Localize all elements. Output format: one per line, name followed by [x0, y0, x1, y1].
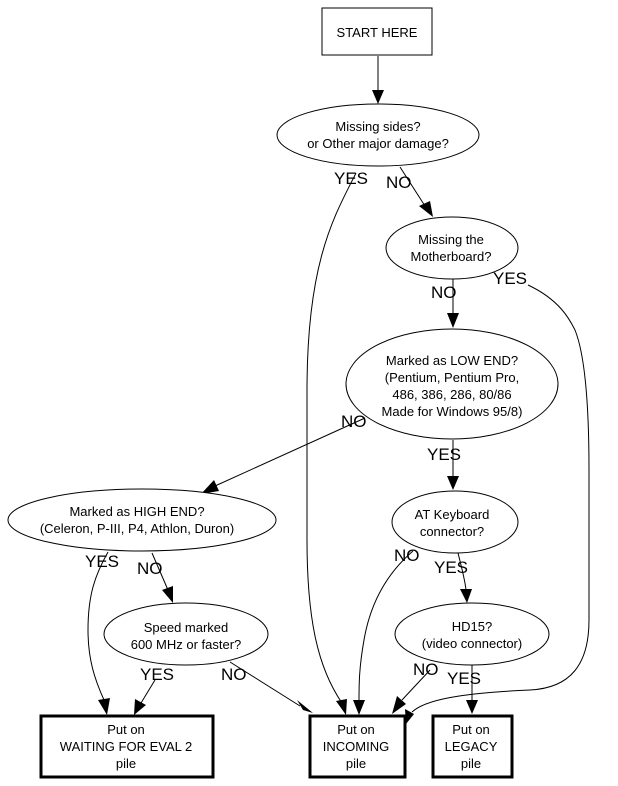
arrowhead-icon — [353, 700, 365, 715]
node-at-keyboard-line-0: AT Keyboard — [415, 507, 490, 522]
node-missing-sides[interactable]: Missing sides? or Other major damage? — [276, 103, 480, 167]
label-speed-yes: YES — [140, 665, 174, 684]
edge-at-keyboard-yes-to-hd15 — [457, 552, 467, 591]
node-hd15-line-0: HD15? — [452, 619, 492, 634]
arrowhead-icon — [336, 699, 347, 715]
node-incoming-line-0: Put on — [337, 722, 375, 737]
arrowhead-icon — [201, 480, 219, 494]
label-low-end-yes: YES — [427, 445, 461, 464]
node-low-end[interactable]: Marked as LOW END? (Pentium, Pentium Pro… — [345, 328, 559, 440]
node-missing-motherboard[interactable]: Missing the Motherboard? — [385, 216, 519, 280]
node-start-line-0: START HERE — [337, 25, 418, 40]
node-waiting-for-eval-2[interactable]: Put on WAITING FOR EVAL 2 pile — [39, 714, 215, 779]
label-missing-sides-no: NO — [386, 173, 412, 192]
arrowhead-icon — [98, 698, 110, 715]
arrowhead-icon — [460, 589, 472, 603]
edge-speed-yes-to-waiting — [140, 679, 156, 704]
label-high-end-no: NO — [137, 559, 163, 578]
node-hd15-line-1: (video connector) — [422, 636, 522, 651]
node-incoming[interactable]: Put on INCOMING pile — [308, 714, 407, 779]
node-hd15[interactable]: HD15? (video connector) — [394, 602, 550, 666]
label-low-end-no: NO — [341, 412, 367, 431]
node-missing-mb-line-1: Motherboard? — [411, 249, 492, 264]
edges — [87, 56, 590, 724]
label-missing-sides-yes: YES — [334, 169, 368, 188]
node-legacy-line-2: pile — [461, 756, 481, 771]
label-hd15-no: NO — [413, 660, 439, 679]
edge-missing-sides-no-to-missing-mb — [399, 166, 426, 207]
node-waiting-line-0: Put on — [107, 722, 145, 737]
edge-speed-no-to-incoming — [229, 661, 301, 707]
edge-missing-sides-yes-to-incoming — [306, 172, 357, 704]
node-waiting-line-1: WAITING FOR EVAL 2 — [60, 739, 192, 754]
arrowhead-icon — [297, 700, 313, 713]
node-high-end-line-1: (Celeron, P-III, P4, Athlon, Duron) — [40, 521, 234, 536]
arrowhead-icon — [466, 700, 478, 714]
arrowhead-icon — [405, 709, 414, 724]
node-missing-sides-line-1: or Other major damage? — [307, 136, 449, 151]
edge-high-end-yes-to-waiting — [87, 551, 109, 701]
node-high-end[interactable]: Marked as HIGH END? (Celeron, P-III, P4,… — [7, 488, 277, 552]
node-low-end-line-0: Marked as LOW END? — [386, 353, 518, 368]
edge-at-keyboard-no-to-incoming — [358, 550, 414, 701]
arrowhead-icon — [392, 696, 406, 714]
arrowhead-icon — [134, 699, 146, 715]
node-waiting-line-2: pile — [116, 756, 136, 771]
node-legacy-line-0: Put on — [452, 722, 490, 737]
node-at-keyboard[interactable]: AT Keyboard connector? — [391, 490, 519, 554]
arrowhead-icon — [447, 313, 459, 328]
node-low-end-line-2: 486, 386, 286, 80/86 — [392, 387, 511, 402]
edge-missing-mb-yes-to-incoming — [411, 284, 590, 713]
label-speed-no: NO — [221, 665, 247, 684]
arrowhead-icon — [419, 201, 433, 217]
node-missing-mb-line-0: Missing the — [418, 232, 484, 247]
label-hd15-yes: YES — [447, 669, 481, 688]
arrowhead-icon — [162, 586, 173, 603]
node-low-end-line-3: Made for Windows 95/8) — [382, 404, 523, 419]
node-legacy-line-1: LEGACY — [445, 739, 498, 754]
node-legacy[interactable]: Put on LEGACY pile — [431, 714, 514, 779]
label-missing-mb-yes: YES — [493, 269, 527, 288]
edge-hd15-no-to-incoming — [401, 669, 431, 701]
nodes: START HERE Missing sides? or Other major… — [7, 7, 559, 779]
label-at-keyboard-no: NO — [394, 546, 420, 565]
node-start[interactable]: START HERE — [321, 7, 433, 56]
node-at-keyboard-line-1: connector? — [420, 524, 484, 539]
node-speed-line-0: Speed marked — [144, 620, 229, 635]
label-missing-mb-no: NO — [431, 283, 457, 302]
edge-high-end-no-to-speed — [151, 552, 169, 591]
node-missing-sides-line-0: Missing sides? — [335, 119, 420, 134]
node-high-end-line-0: Marked as HIGH END? — [69, 504, 204, 519]
node-low-end-line-1: (Pentium, Pentium Pro, — [385, 370, 519, 385]
label-at-keyboard-yes: YES — [434, 558, 468, 577]
arrowhead-icon — [447, 476, 459, 490]
node-incoming-line-1: INCOMING — [323, 739, 389, 754]
node-speed[interactable]: Speed marked 600 MHz or faster? — [103, 602, 269, 666]
edge-labels: YES NO NO YES NO YES YES NO NO YES YES N… — [85, 169, 527, 688]
edge-low-end-no-to-high-end — [214, 417, 366, 487]
label-high-end-yes: YES — [85, 552, 119, 571]
arrowhead-icon — [372, 90, 384, 104]
node-speed-line-1: 600 MHz or faster? — [131, 637, 242, 652]
node-incoming-line-2: pile — [346, 756, 366, 771]
